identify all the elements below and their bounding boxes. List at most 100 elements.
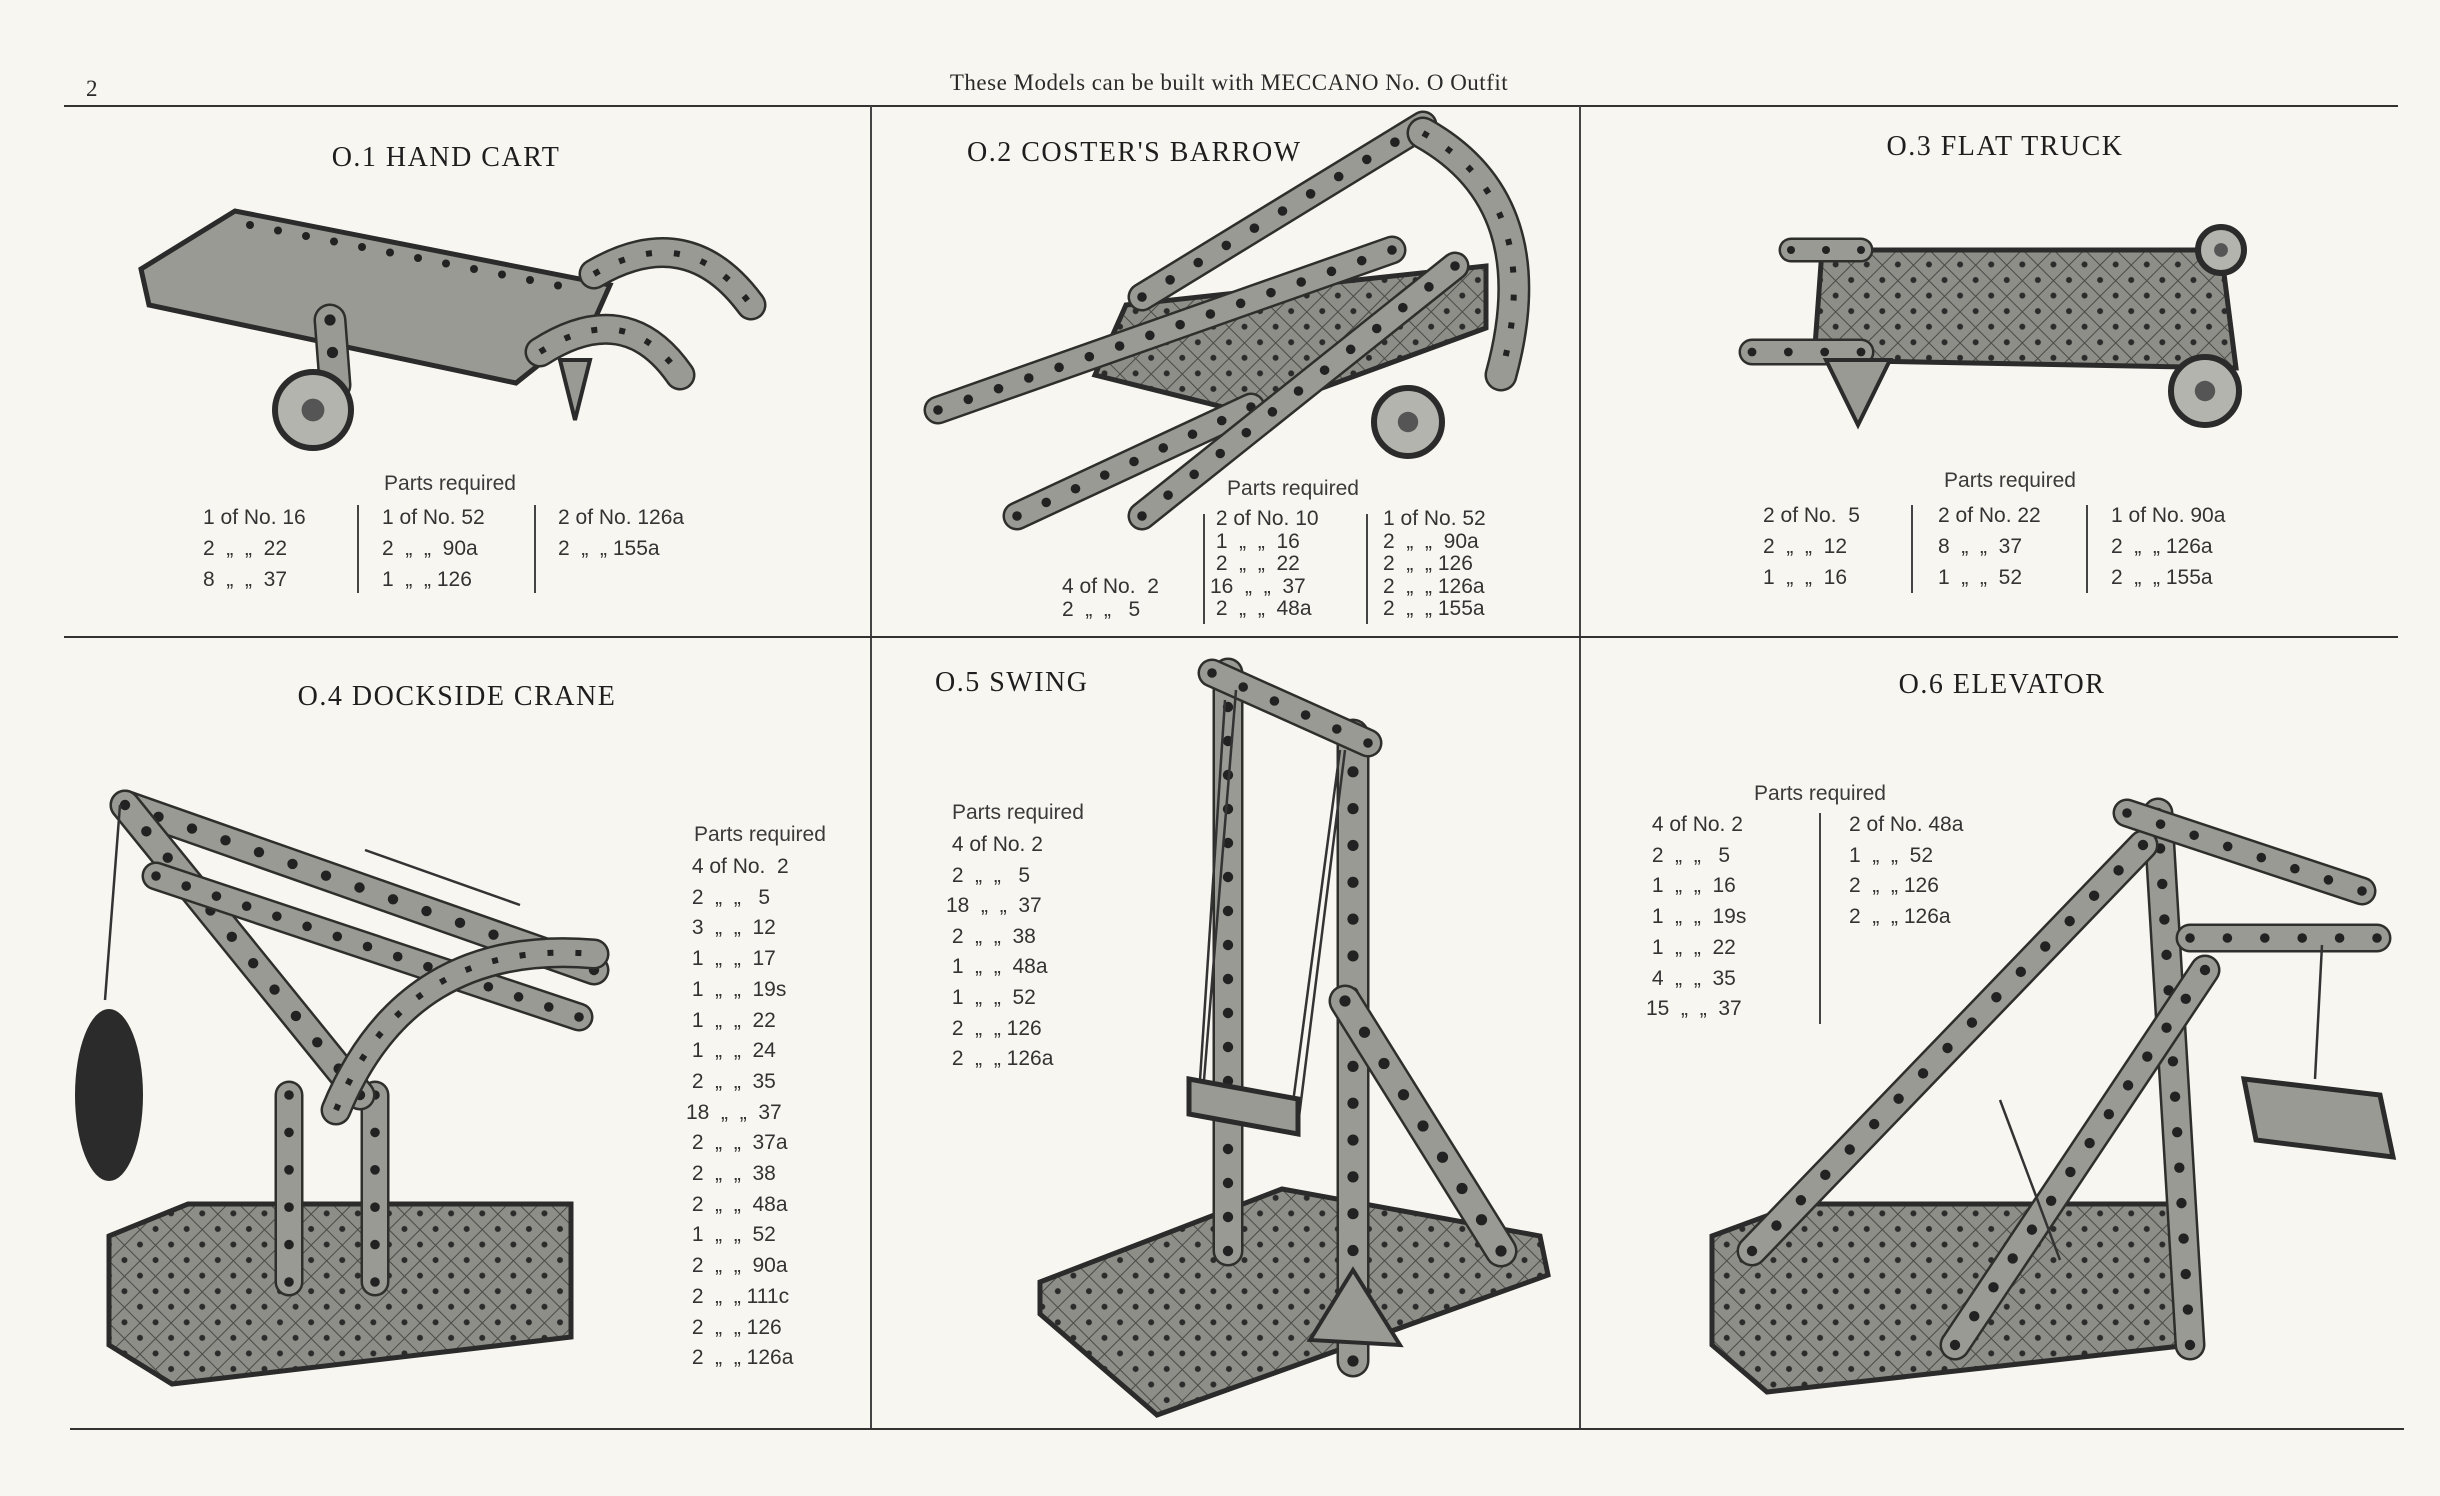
hole bbox=[1293, 386, 1304, 396]
hole bbox=[414, 254, 422, 262]
hole bbox=[1305, 189, 1316, 199]
hole bbox=[2015, 966, 2027, 978]
hole bbox=[1269, 696, 1280, 706]
column-divider bbox=[870, 106, 872, 1428]
hole bbox=[2040, 941, 2051, 952]
perforated-strip bbox=[2115, 801, 2374, 903]
hole bbox=[2103, 1109, 2115, 1120]
hole bbox=[554, 281, 562, 290]
hole bbox=[1347, 1244, 1359, 1257]
hole bbox=[1332, 724, 1342, 734]
hole bbox=[1398, 302, 1408, 313]
parts-row: 1 „ „ 48a bbox=[946, 955, 1048, 979]
hole bbox=[370, 1165, 380, 1175]
hole bbox=[2182, 1304, 2194, 1315]
costers-barrow-illustration bbox=[923, 110, 1531, 531]
parts-row: 18 „ „ 37 bbox=[946, 894, 1042, 918]
hole bbox=[2180, 993, 2191, 1005]
hole bbox=[1222, 1041, 1234, 1053]
parts-row: 2 „ „ 111c bbox=[686, 1284, 790, 1308]
hole bbox=[2357, 886, 2367, 896]
header-rule bbox=[64, 105, 2398, 107]
hole bbox=[284, 1277, 294, 1287]
hole bbox=[1969, 1310, 1980, 1322]
hole bbox=[1222, 871, 1234, 883]
parts-row: 2 „ „ 126 bbox=[946, 1016, 1042, 1040]
hole bbox=[1222, 939, 1234, 951]
model-title-dockside-crane: O.4 DOCKSIDE CRANE bbox=[297, 681, 617, 712]
hole bbox=[1345, 344, 1356, 355]
hole bbox=[211, 891, 222, 901]
hole bbox=[1012, 511, 1022, 521]
triangle-plate bbox=[1822, 358, 1894, 430]
hole bbox=[2155, 819, 2166, 829]
hole bbox=[1390, 137, 1400, 147]
hole bbox=[1137, 292, 1147, 302]
parts-row: 18 „ „ 37 bbox=[686, 1100, 782, 1124]
hole bbox=[488, 929, 499, 940]
hole bbox=[1347, 1097, 1359, 1109]
hole bbox=[1397, 1089, 1410, 1101]
column-divider bbox=[1579, 106, 1581, 1428]
hole bbox=[162, 852, 173, 863]
hole bbox=[1966, 1017, 1978, 1028]
hole bbox=[1347, 766, 1359, 778]
hole bbox=[993, 383, 1004, 394]
hole bbox=[370, 1127, 380, 1138]
cord bbox=[1202, 689, 1238, 1081]
hole bbox=[302, 232, 310, 240]
hole bbox=[470, 265, 478, 273]
hole bbox=[1222, 1007, 1234, 1019]
hole bbox=[370, 1239, 380, 1250]
hole bbox=[253, 846, 265, 858]
hole bbox=[1347, 1355, 1359, 1367]
parts-required-label: Parts required bbox=[1944, 469, 2076, 492]
parts-row: 2 of No. 48a bbox=[1849, 813, 1964, 836]
cord bbox=[2313, 944, 2324, 1080]
parts-row: 1 „ „ 22 bbox=[1646, 935, 1736, 959]
hole bbox=[1857, 246, 1865, 254]
hole bbox=[1822, 246, 1830, 254]
dockside-crane-illustration bbox=[75, 789, 610, 1387]
parts-row: 1 „ „ 19s bbox=[1646, 905, 1747, 929]
parts-row: 2 „ „ 126 bbox=[686, 1315, 782, 1339]
hole bbox=[1222, 1211, 1234, 1223]
cord bbox=[103, 804, 122, 1001]
hole bbox=[181, 881, 192, 891]
hole bbox=[272, 911, 282, 922]
hole bbox=[354, 882, 365, 893]
hole bbox=[2178, 1233, 2189, 1244]
curved-strip bbox=[323, 939, 607, 1123]
parts-row: 1 „ „ 52 bbox=[946, 985, 1036, 1009]
hole bbox=[1495, 1245, 1507, 1257]
hole bbox=[1371, 323, 1382, 334]
hole bbox=[2323, 875, 2334, 885]
hole bbox=[1347, 839, 1359, 852]
parts-row: 15 „ „ 37 bbox=[1646, 997, 1742, 1021]
model-title-elevator: O.6 ELEVATOR bbox=[1898, 669, 2106, 700]
hole bbox=[284, 1165, 294, 1175]
hole bbox=[246, 221, 254, 229]
hole bbox=[2064, 915, 2075, 927]
hole bbox=[1145, 330, 1155, 341]
hole bbox=[442, 259, 450, 268]
hole bbox=[1099, 470, 1110, 480]
hole bbox=[1215, 448, 1226, 459]
holes bbox=[538, 326, 683, 377]
hole bbox=[421, 905, 432, 917]
hole bbox=[1326, 266, 1337, 277]
hole bbox=[2161, 1022, 2172, 1033]
parts-row: 4 „ „ 35 bbox=[1646, 966, 1736, 990]
hole bbox=[2185, 933, 2195, 943]
hole bbox=[1387, 245, 1397, 255]
hole bbox=[151, 871, 161, 881]
hole bbox=[1347, 913, 1359, 925]
parts-row: 2 „ „ 48a bbox=[686, 1192, 788, 1216]
hole bbox=[1347, 1060, 1359, 1073]
hole bbox=[1216, 415, 1227, 426]
